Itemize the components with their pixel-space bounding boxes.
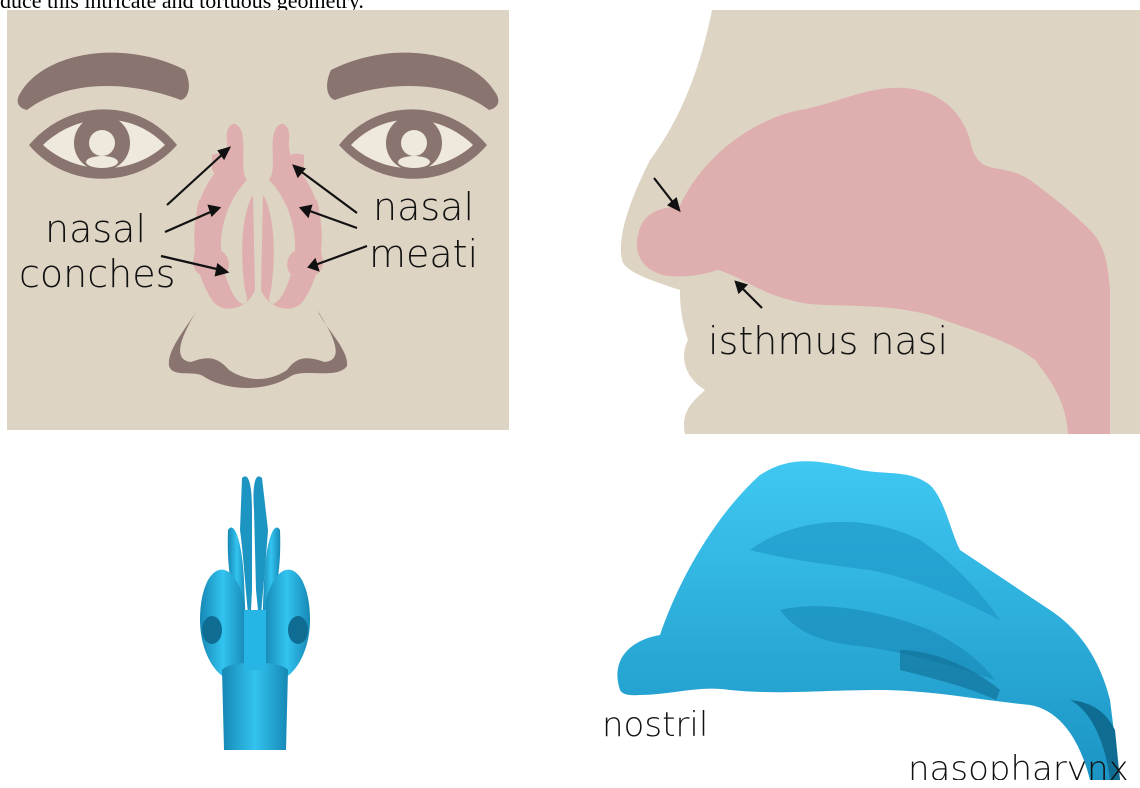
label-nasal-conches-2: conches bbox=[19, 255, 175, 293]
front-view-illustration: nasal conches nasal meati bbox=[7, 10, 509, 430]
side-view-illustration: isthmus nasi bbox=[530, 10, 1140, 434]
model-front-view bbox=[170, 470, 340, 750]
label-isthmus-nasi: isthmus nasi bbox=[708, 322, 948, 360]
model-side-view: nostril nasopharynx bbox=[600, 440, 1140, 780]
label-nostril: nostril bbox=[602, 708, 708, 742]
label-nasal-meati-1: nasal bbox=[373, 188, 474, 226]
left-pupil bbox=[89, 130, 115, 156]
model-front-drawing bbox=[170, 470, 340, 750]
right-pupil bbox=[401, 130, 427, 156]
label-nasopharynx: nasopharynx bbox=[908, 752, 1129, 780]
label-nasal-meati-2: meati bbox=[369, 235, 478, 273]
side-view-drawing bbox=[530, 10, 1140, 434]
label-nasal-conches-1: nasal bbox=[45, 210, 146, 248]
